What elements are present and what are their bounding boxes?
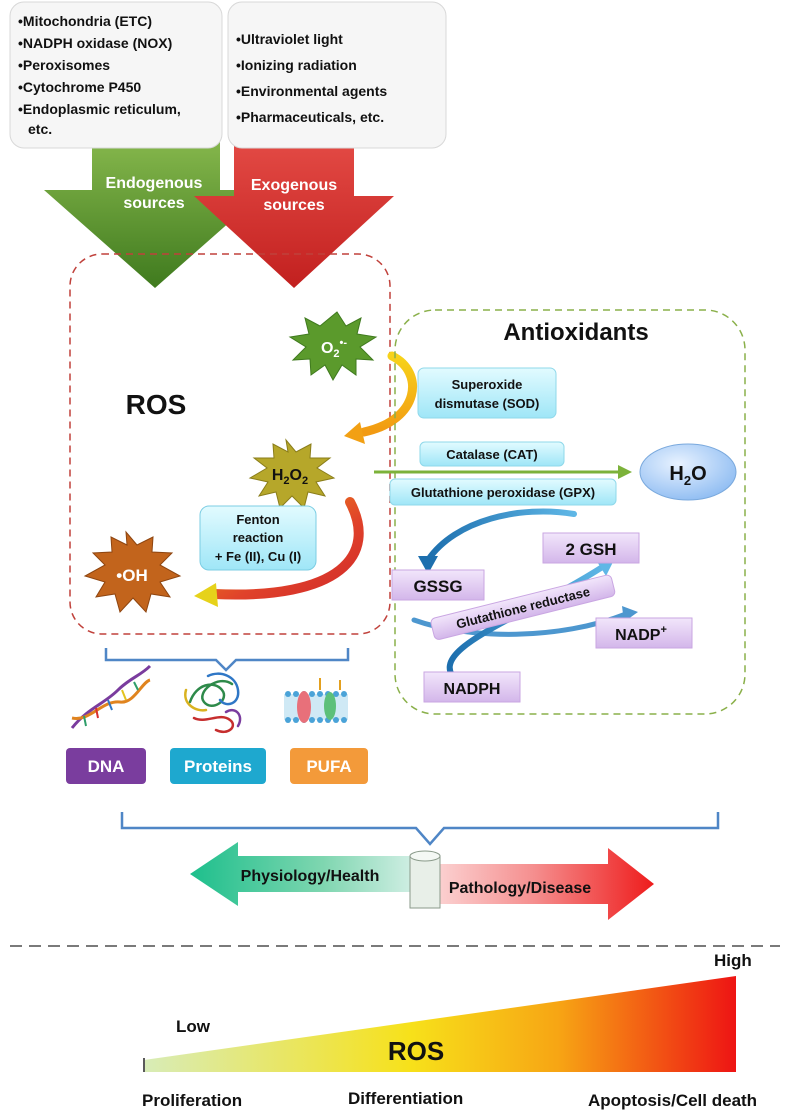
superoxide-label: O2•- — [321, 337, 347, 360]
sod-box — [417, 367, 557, 419]
dna-label: DNA — [88, 757, 125, 776]
water-node — [639, 443, 737, 501]
exogenous-item: •Environmental agents — [236, 83, 387, 99]
nadph-label: NADPH — [444, 681, 501, 698]
gsh-box — [542, 532, 640, 564]
superoxide-burst — [288, 311, 378, 382]
physiology-label: Physiology/Health — [241, 868, 380, 885]
fenton-arrow — [194, 497, 364, 607]
endogenous-item: •Mitochondria (ETC) — [18, 13, 152, 29]
ros-gradient-label: ROS — [388, 1036, 444, 1066]
proteins-label: Proteins — [184, 757, 252, 776]
gpx-label: Glutathione peroxidase (GPX) — [411, 485, 595, 500]
scroll-join — [409, 850, 441, 909]
ros-title: ROS — [126, 389, 187, 420]
catalase-label: Catalase (CAT) — [446, 447, 538, 462]
fenton-label: Fenton — [236, 512, 279, 527]
endogenous-item: •Endoplasmic reticulum, — [18, 101, 181, 117]
nadph-box — [423, 671, 521, 703]
sod-label: dismutase (SOD) — [435, 396, 540, 411]
gssg-box — [391, 569, 485, 601]
catalase-box — [419, 441, 565, 467]
fenton-box — [199, 505, 317, 571]
pathology-arrow — [412, 848, 654, 920]
catalase-arrow — [374, 465, 632, 479]
outcome-brace — [120, 812, 720, 846]
membrane-icon — [284, 678, 348, 723]
outcome-label: Apoptosis/Cell death — [588, 1091, 757, 1110]
exogenous-item: •Ionizing radiation — [236, 57, 357, 73]
antioxidants-title: Antioxidants — [503, 319, 648, 346]
outcome-label: Proliferation — [142, 1091, 242, 1110]
water-label: H2O — [669, 463, 706, 488]
pathology-label: Pathology/Disease — [449, 880, 591, 897]
endogenous-label: sources — [123, 195, 184, 212]
antioxidants-region — [394, 309, 746, 715]
nadp-label: NADP+ — [615, 624, 667, 644]
endogenous-item: •Peroxisomes — [18, 57, 110, 73]
gsh-label: 2 GSH — [565, 540, 616, 559]
protein-icon — [184, 672, 242, 734]
exogenous-item: •Pharmaceuticals, etc. — [236, 109, 384, 125]
exogenous-label: Exogenous — [251, 177, 337, 194]
pufa-label: PUFA — [306, 757, 351, 776]
proteins-box — [170, 748, 266, 784]
fenton-label: + Fe (II), Cu (I) — [215, 549, 301, 564]
high-label: High — [714, 951, 752, 970]
nadp-box — [595, 617, 693, 649]
exogenous-sources-box — [227, 1, 447, 149]
hydroxyl-burst — [83, 530, 182, 613]
pufa-box — [290, 748, 368, 784]
low-label: Low — [176, 1017, 211, 1036]
exogenous-label: sources — [263, 197, 324, 214]
endogenous-item: •Cytochrome P450 — [18, 79, 141, 95]
endogenous-arrow — [44, 120, 266, 288]
fenton-label: reaction — [233, 530, 284, 545]
exogenous-item: •Ultraviolet light — [236, 31, 343, 47]
hydroxyl-label: •OH — [116, 566, 147, 585]
outcome-label: Differentiation — [348, 1089, 463, 1108]
peroxide-label: H2O2 — [272, 467, 308, 487]
gpx-box — [389, 478, 617, 506]
dna-icon — [70, 664, 152, 729]
dismutation-arrow — [344, 351, 418, 444]
dna-box — [66, 748, 146, 784]
exogenous-arrow — [194, 120, 394, 288]
ros-gradient-wedge — [143, 976, 736, 1072]
physiology-arrow — [190, 842, 412, 906]
endogenous-item: •NADPH oxidase (NOX) — [18, 35, 172, 51]
endogenous-sources-box — [9, 1, 223, 149]
gssg-label: GSSG — [413, 577, 462, 596]
endogenous-item: etc. — [28, 121, 52, 137]
targets-brace — [104, 648, 350, 672]
sod-label: Superoxide — [452, 377, 523, 392]
endogenous-label: Endogenous — [106, 175, 203, 192]
peroxide-burst — [248, 438, 336, 509]
